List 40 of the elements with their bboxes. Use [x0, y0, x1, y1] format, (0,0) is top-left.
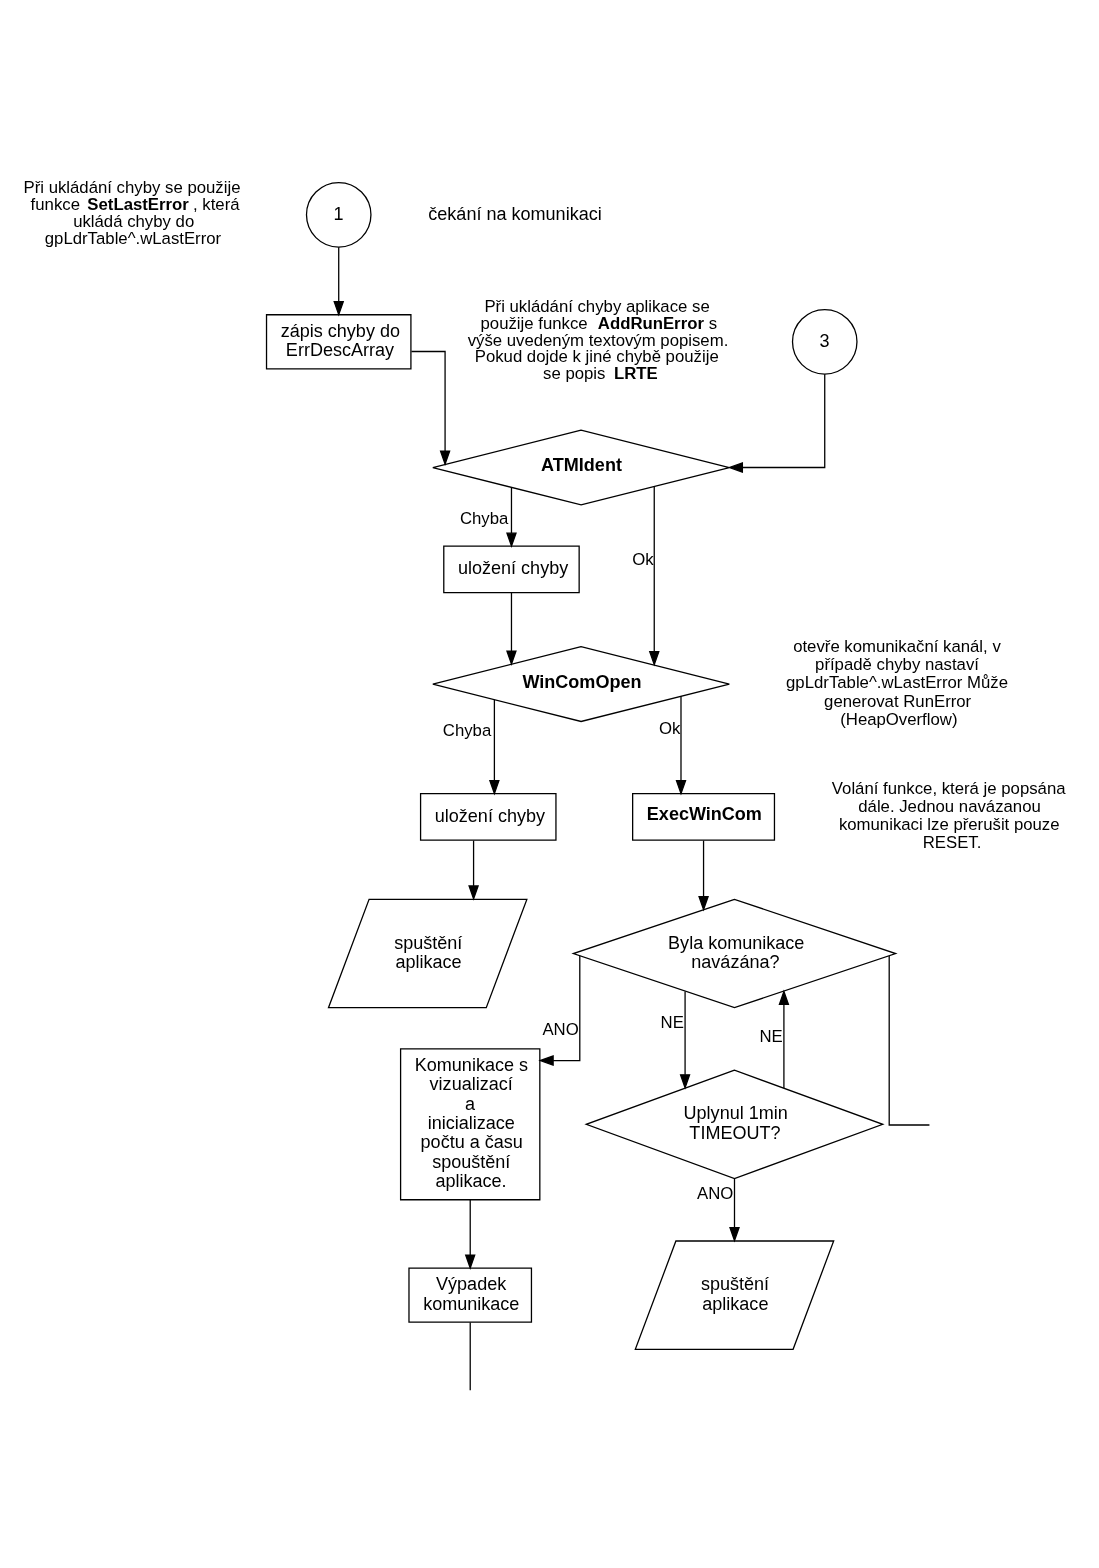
edge-label: ANO: [697, 1183, 734, 1203]
label: Při ukládání chyby se použije funkce SetLastError, která ukládá chyby do gpLdrTable^.wLastError: [23, 178, 241, 248]
label: otevře komunikační kanál, v případě chyby nastaví gpLdrTable^.wLastError Může generovat RunError (HeapOverflow): [786, 637, 1009, 729]
label: Volání funkce, která je popsána dále. Jednou navázanou komunikaci lze přerušit pouze RESET.: [831, 779, 1066, 853]
connector: [888, 955, 931, 1126]
node-diamond: ATMIdent: [432, 429, 730, 506]
arrow: [698, 840, 709, 912]
arrow: [468, 840, 479, 901]
arrow: [506, 487, 517, 549]
node-box: Komunikace s vizualizací a inicializace počtu a času spouštění aplikace.: [399, 1048, 541, 1201]
edge-label: NE: [660, 1013, 684, 1033]
arrow: [333, 246, 345, 317]
node-box: uložení chyby: [419, 793, 557, 841]
node-diamond: WinComOpen: [432, 646, 730, 723]
arrow: [648, 486, 660, 667]
edge-label: Ok: [632, 549, 654, 569]
node-circle: 3: [791, 308, 858, 375]
edge-label: Chyba: [459, 508, 509, 528]
arrow: [679, 990, 691, 1090]
arrow: [410, 350, 451, 467]
node-box: uložení chyby: [443, 545, 580, 594]
edge-label: NE: [759, 1026, 783, 1046]
arrow: [488, 699, 500, 796]
arrow: [729, 1178, 740, 1243]
node-label: čekání na komunikaci: [428, 203, 602, 224]
connector: [469, 1321, 471, 1391]
label: Při ukládání chyby aplikace se použije funkce AddRunError s výše uvedeným textovým popisem. Pokud dojde k jiné chybě použije se popis LRTE: [467, 297, 729, 384]
edge-label: Chyba: [442, 720, 492, 740]
arrow: [727, 373, 826, 473]
arrow: [675, 695, 687, 796]
edge-label: ANO: [542, 1019, 579, 1039]
arrow: [464, 1199, 476, 1270]
node-box: zápis chyby do ErrDescArray: [265, 314, 412, 370]
arrow: [778, 989, 790, 1089]
arrow: [506, 591, 517, 666]
arrow: [538, 955, 581, 1066]
node-circle: 1: [305, 181, 372, 248]
node-box: ExecWinCom: [632, 793, 776, 841]
node-diamond: Uplynul 1min TIMEOUT?: [584, 1069, 885, 1180]
node-box: Výpadek komunikace: [408, 1267, 533, 1323]
